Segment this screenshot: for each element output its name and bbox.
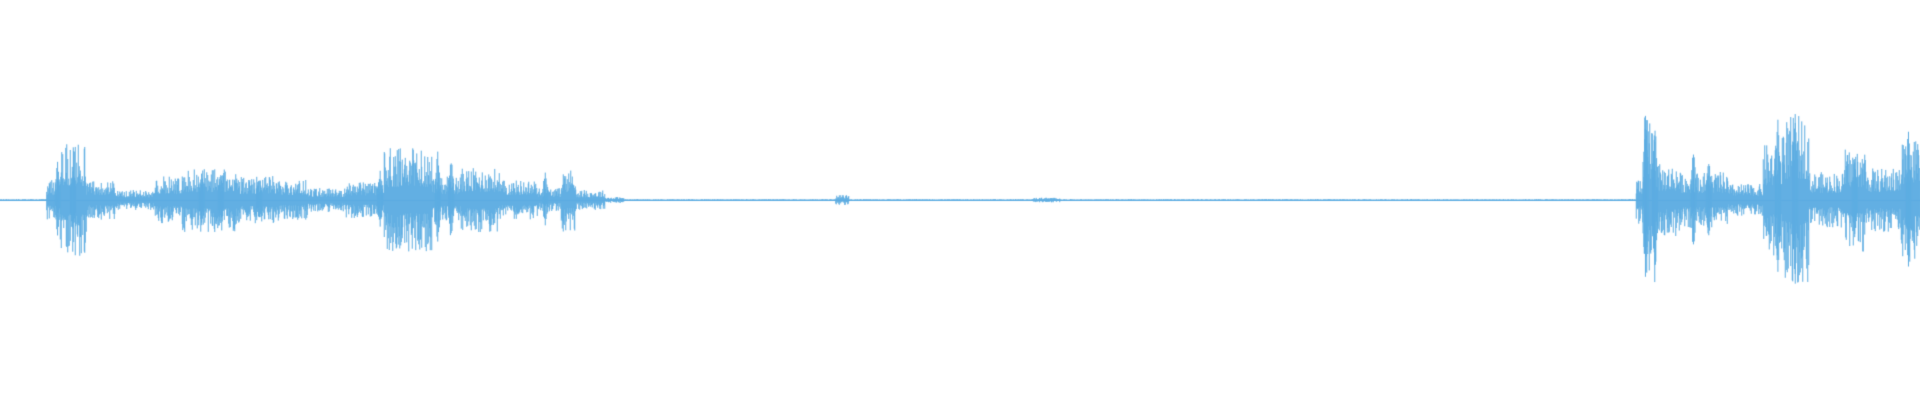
audio-waveform[interactable] (0, 0, 1920, 400)
